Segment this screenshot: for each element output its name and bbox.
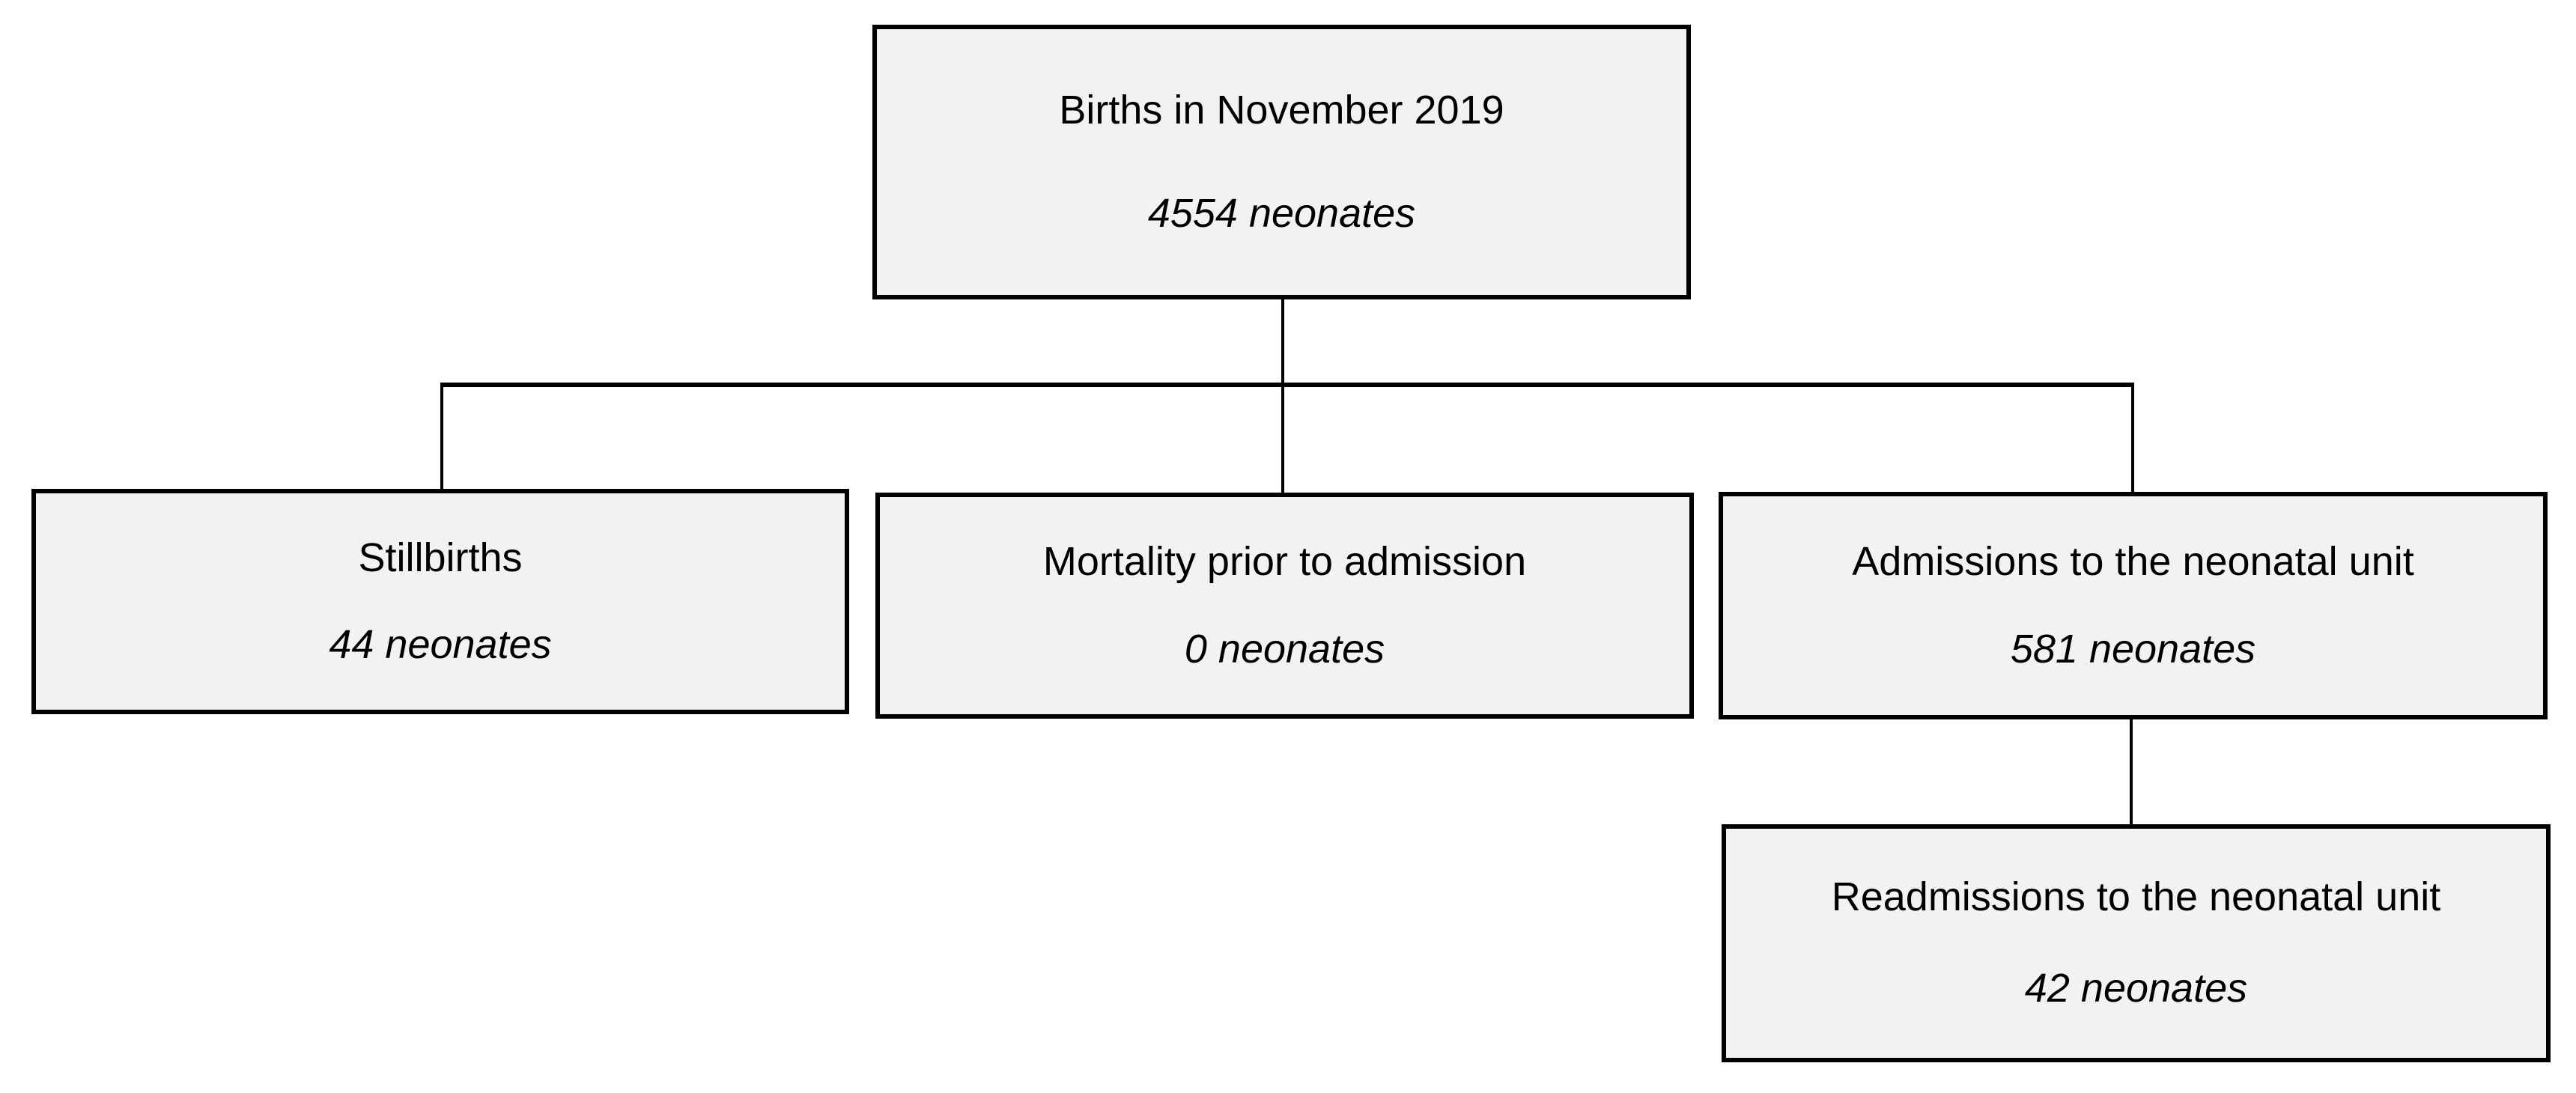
node-mortality-title: Mortality prior to admission [1042,539,1527,585]
node-mortality-value: 0 neonates [1184,626,1385,672]
connector-horizontal-branch [440,383,2134,387]
node-admissions-value: 581 neonates [2010,626,2256,672]
node-births-value: 4554 neonates [1147,190,1416,236]
connector-births-to-mortality [1281,299,1284,493]
connector-admissions-to-readmissions [2130,719,2133,824]
node-stillbirths: Stillbirths 44 neonates [31,489,849,714]
connector-births-to-stillbirths [440,383,443,489]
node-admissions: Admissions to the neonatal unit 581 neon… [1719,492,2548,719]
node-births: Births in November 2019 4554 neonates [872,25,1691,299]
connector-births-to-admissions [2131,383,2134,492]
node-stillbirths-title: Stillbirths [358,535,523,580]
node-readmissions-value: 42 neonates [2024,966,2248,1011]
node-births-title: Births in November 2019 [1059,87,1504,133]
node-mortality: Mortality prior to admission 0 neonates [875,493,1694,719]
node-readmissions-title: Readmissions to the neonatal unit [1831,874,2441,920]
node-stillbirths-value: 44 neonates [329,621,552,667]
node-readmissions: Readmissions to the neonatal unit 42 neo… [1722,824,2551,1062]
node-admissions-title: Admissions to the neonatal unit [1852,538,2414,584]
